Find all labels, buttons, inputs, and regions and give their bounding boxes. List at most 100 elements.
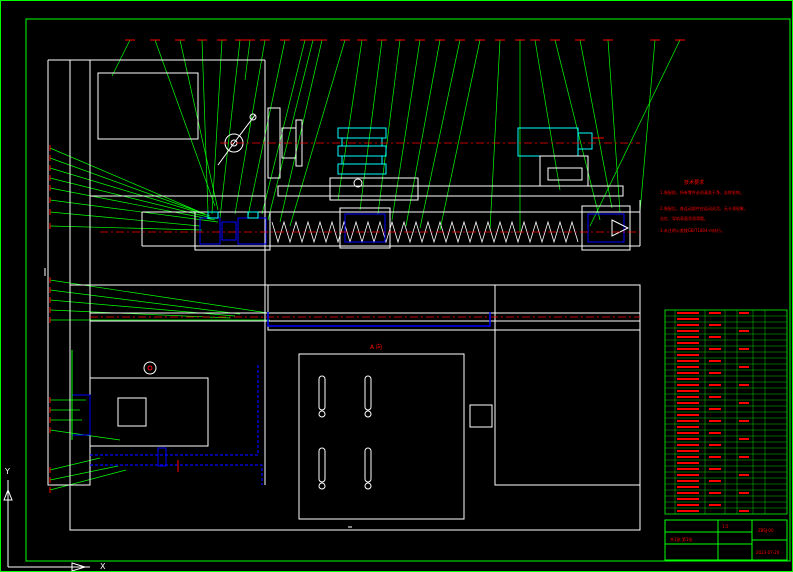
technical-notes: 技术要求 1.装配前，所有零件必须清洗干净，去除毛刺。 2.装配后，各运动部件应… <box>660 179 748 233</box>
parts-entry <box>709 336 721 338</box>
leader-line <box>289 39 346 227</box>
parts-entry <box>709 492 721 494</box>
parts-entry <box>709 360 721 362</box>
parts-entry <box>677 456 699 458</box>
parts-entry <box>709 384 721 386</box>
drive-motor <box>71 350 209 447</box>
parts-entry <box>739 474 749 476</box>
parts-entry <box>677 354 699 356</box>
handwheel <box>217 113 257 166</box>
parts-entry <box>677 480 699 482</box>
control-panel <box>97 72 199 140</box>
leader-line <box>405 39 441 227</box>
parts-entry <box>709 456 721 458</box>
leader-line <box>359 39 383 211</box>
leader-line <box>419 39 461 229</box>
slot-hole <box>318 482 326 490</box>
leader-line <box>377 39 401 215</box>
leader-line <box>247 39 286 217</box>
guide-rail-section <box>267 312 491 327</box>
parts-entry <box>677 492 699 494</box>
parts-entry <box>739 420 749 422</box>
leader-line <box>49 187 216 221</box>
machine-base <box>47 59 641 531</box>
parts-entry <box>709 504 721 506</box>
parts-entry <box>739 402 749 404</box>
slot-hole <box>364 410 372 418</box>
notes-line-3: 丝杠、导轨表面涂润滑脂。 <box>660 215 708 221</box>
parts-entry <box>739 456 749 458</box>
axis-x-label: X <box>100 562 106 571</box>
leader-line <box>49 225 203 231</box>
leader-line <box>439 39 481 231</box>
parts-entry <box>739 366 749 368</box>
parts-entry <box>677 450 699 452</box>
parts-entry <box>739 312 749 314</box>
leader-line <box>337 39 363 201</box>
right-bearing-housing <box>581 205 631 251</box>
leader-line <box>579 39 613 209</box>
parts-entry <box>739 348 749 350</box>
leader-line <box>49 177 213 219</box>
parts-entry <box>677 390 699 392</box>
leader-line <box>589 39 681 227</box>
parts-entry <box>677 312 699 314</box>
parts-entry <box>739 330 749 332</box>
slot <box>364 447 372 483</box>
leader-line <box>211 39 223 215</box>
parts-entry <box>677 378 699 380</box>
parts-entry <box>677 432 699 434</box>
parts-entry <box>677 510 699 512</box>
leader-line <box>49 457 101 471</box>
parts-entry <box>709 408 721 410</box>
leader-lines <box>49 39 685 493</box>
notes-line-4: 3.未注明公差按GB/T1804-m执行。 <box>660 227 725 233</box>
leader-line <box>49 211 201 227</box>
parts-entry <box>677 468 699 470</box>
parts-entry <box>677 444 699 446</box>
mounting-slots <box>318 375 372 490</box>
leader-line <box>49 289 241 315</box>
notes-line-2: 2.装配后，各运动部件应运动灵活，无卡滞现象， <box>660 205 748 211</box>
notes-title: 技术要求 <box>684 179 704 186</box>
leader-line <box>49 469 127 491</box>
belt-path-lower <box>90 464 263 485</box>
leader-line <box>49 157 206 215</box>
leader-line <box>607 39 621 213</box>
parts-entry <box>677 420 699 422</box>
belt-path <box>90 365 259 456</box>
parts-entry <box>739 510 749 512</box>
parts-entry <box>709 348 721 350</box>
parts-entry <box>677 396 699 398</box>
left-bearing-housing <box>194 211 271 251</box>
slot <box>318 447 326 483</box>
parts-list <box>664 309 788 515</box>
parts-entry <box>739 492 749 494</box>
leader-line <box>261 39 306 215</box>
leader-line <box>219 39 241 219</box>
parts-entry <box>677 408 699 410</box>
parts-entry <box>677 318 699 320</box>
leader-line <box>49 167 211 217</box>
slot-hole <box>364 482 372 490</box>
leader-line <box>391 39 421 221</box>
slot-hole <box>318 410 326 418</box>
notes-line-1: 1.装配前，所有零件必须清洗干净，去除毛刺。 <box>660 189 744 195</box>
parts-entry <box>709 480 721 482</box>
drawing-number: ZBSJ-00 <box>758 528 774 533</box>
parts-entry <box>677 342 699 344</box>
leader-line <box>49 309 231 319</box>
leader-line <box>154 39 216 207</box>
parts-entry <box>677 414 699 416</box>
section-label: A 向 <box>370 343 382 351</box>
parts-entry <box>677 486 699 488</box>
nut-housing <box>339 207 391 249</box>
axis-y-label: Y <box>4 467 10 476</box>
leader-line <box>639 39 656 213</box>
parts-entry <box>739 438 749 440</box>
leader-line <box>111 39 131 77</box>
parts-entry <box>709 396 721 398</box>
parts-entry <box>677 426 699 428</box>
leader-line <box>49 465 119 481</box>
